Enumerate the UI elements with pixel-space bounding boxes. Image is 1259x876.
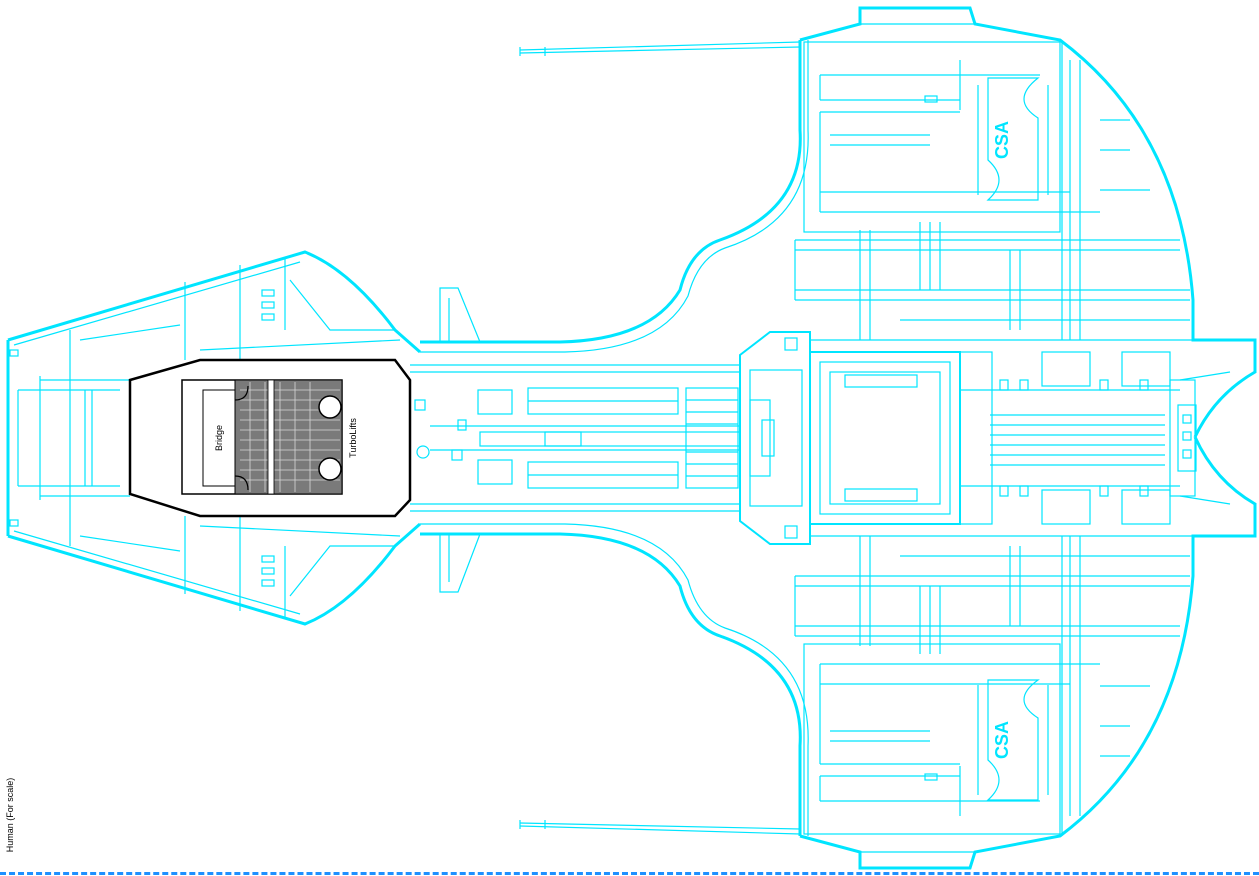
bow-outline-lower: [7, 522, 421, 626]
hull-structure: [6, 6, 1257, 870]
turbolift-lower: [318, 457, 342, 481]
turbolifts-label: TurboLifts: [348, 418, 358, 458]
upper-wing-outline: [799, 6, 1257, 438]
lower-insignia-plate: [977, 679, 1049, 801]
lower-antenna: [519, 820, 801, 835]
lower-insignia-text: CSA: [992, 721, 1012, 759]
bridge-label: Bridge: [214, 425, 224, 451]
upper-antenna: [519, 41, 801, 56]
lower-neck-curve: [420, 532, 802, 836]
lower-wing-outline: [799, 436, 1257, 870]
upper-insignia-plate: [977, 77, 1049, 201]
bow-outline-upper: [7, 250, 421, 354]
upper-neck-curve: [420, 40, 802, 344]
bridge-deck: Bridge TurboLifts: [128, 358, 412, 518]
scale-figure-label: Human (For scale): [5, 777, 15, 853]
turbolift-upper: [318, 395, 342, 419]
upper-insignia-text: CSA: [992, 121, 1012, 159]
scale-rule: [0, 872, 1259, 875]
scale-figure-note: Human (For scale): [2, 770, 18, 866]
